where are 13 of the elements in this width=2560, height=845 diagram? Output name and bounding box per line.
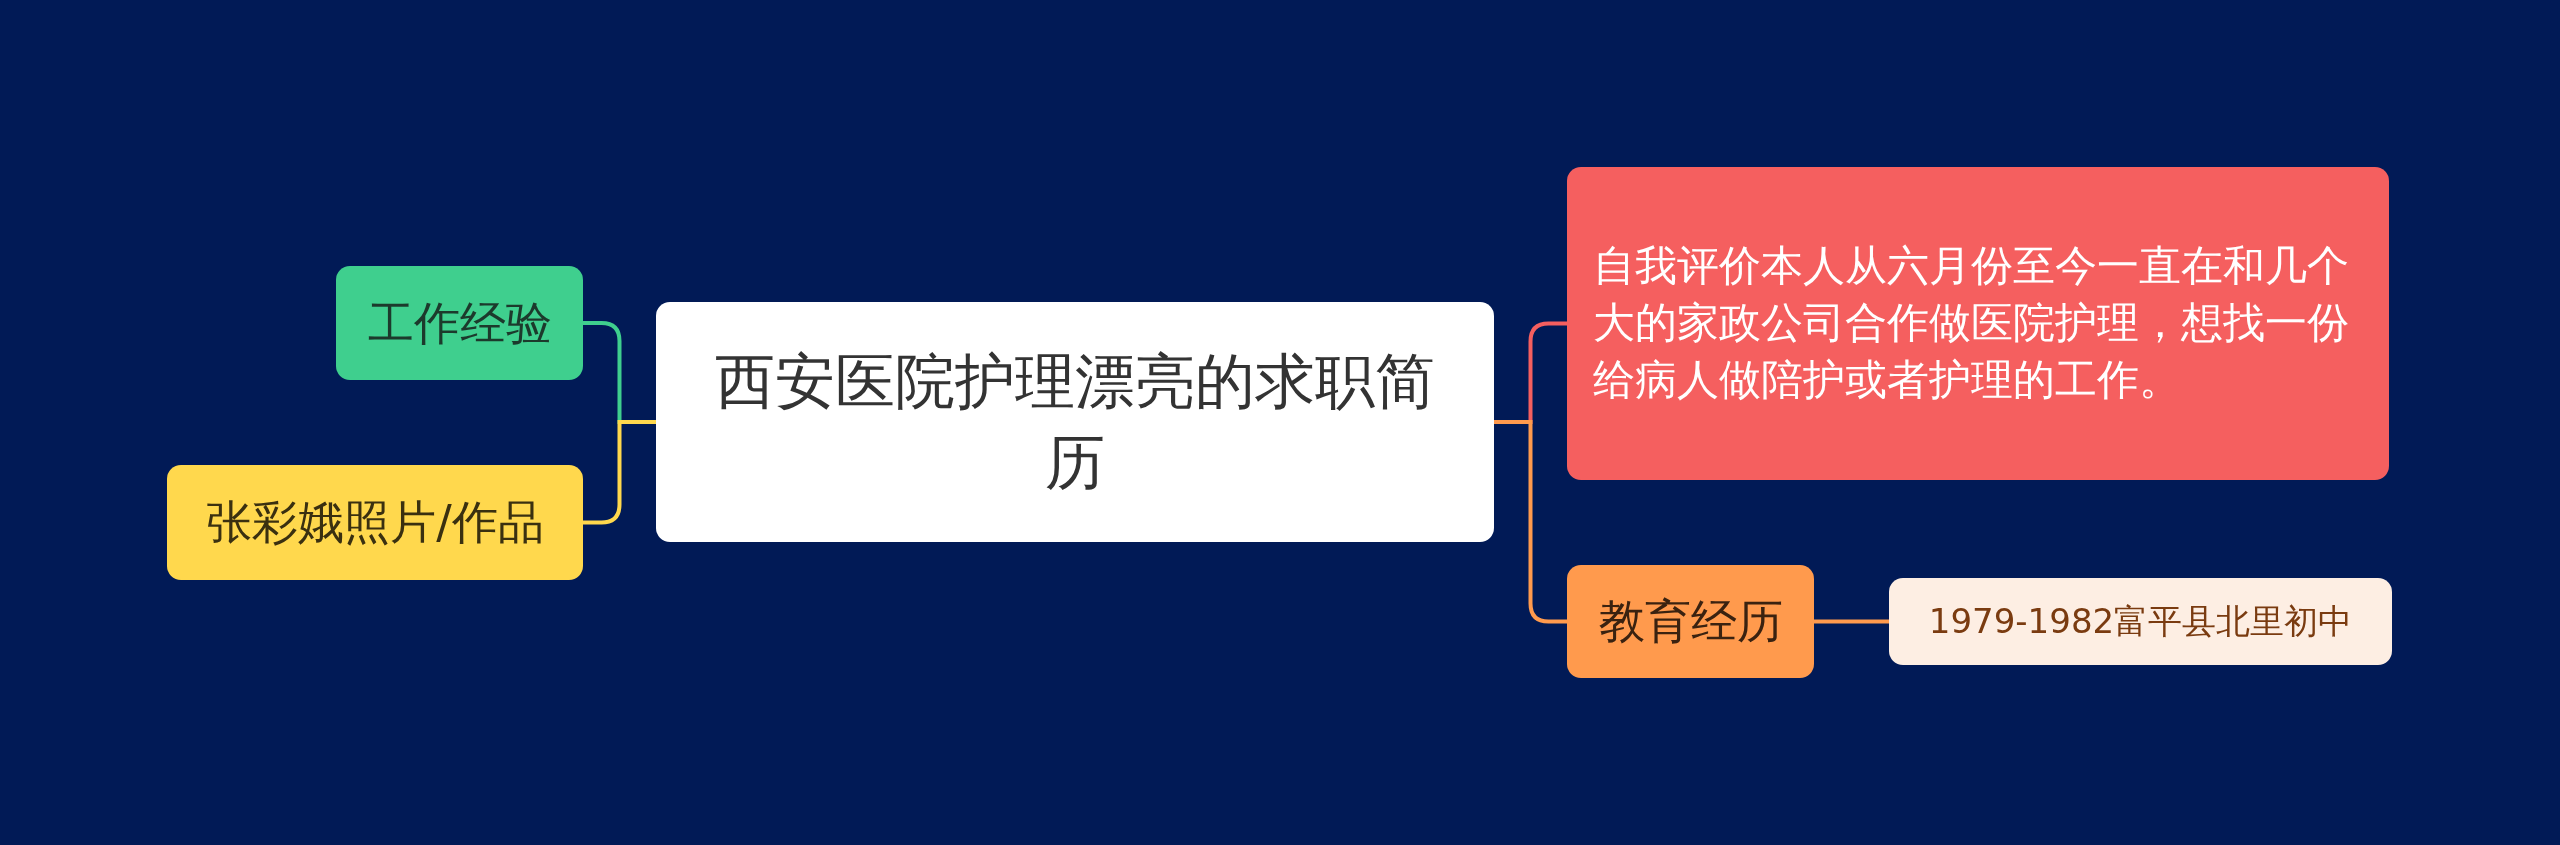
topic-text: 1979-1982富平县北里初中: [1927, 599, 2354, 643]
topic-text: 张彩娥照片/作品: [205, 494, 545, 552]
topic-text: 教育经历: [1597, 593, 1784, 651]
topic-box: [1567, 565, 1814, 678]
topic-text: 西安医院护理漂亮的求职简历: [714, 345, 1436, 499]
topic-box: [336, 266, 583, 380]
topic-text: 自我评价本人从六月份至今一直在和几个大的家政公司合作做医院护理，想找一份给病人做陪护或者护理的工作。: [1593, 240, 2350, 406]
topic-box: [167, 465, 583, 580]
topic-box: [1567, 167, 2389, 480]
topic-box: [1889, 578, 2392, 665]
connector-line: [1814, 619, 1889, 624]
topic-text: 工作经验: [366, 294, 553, 352]
central-topic-box: [656, 302, 1494, 542]
